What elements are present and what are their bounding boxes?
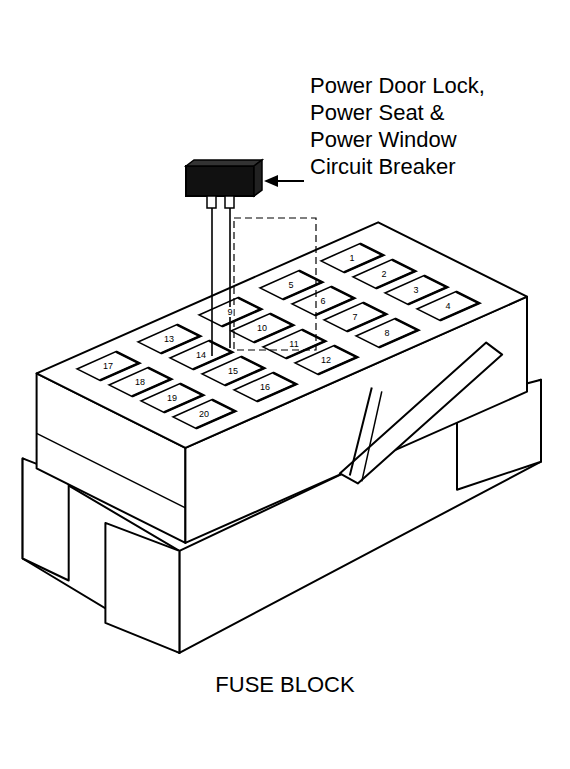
fuse-number: 2: [380, 269, 387, 279]
fuse-number: 3: [412, 285, 419, 295]
fuse-slot-shadow: [440, 292, 479, 321]
circuit-breaker: [186, 166, 254, 196]
leader-line: [274, 180, 304, 182]
fuse-number: 11: [288, 339, 299, 349]
leader-arrowhead: [264, 175, 278, 187]
fuse-slot: [234, 373, 296, 402]
mounting-tab: [105, 523, 179, 653]
lever-edge: [362, 391, 382, 481]
fuse-number: 10: [256, 323, 268, 333]
fuse-slot: [417, 292, 479, 321]
fuse-number: 8: [383, 328, 390, 338]
insertion-guide: [234, 218, 316, 350]
fuse-slot-shadow: [318, 346, 357, 375]
fuse-slot: [356, 319, 418, 348]
fuse-slot: [173, 400, 235, 429]
housing-top-face: [37, 222, 527, 448]
fuse-number: 20: [198, 409, 210, 419]
fuse-number: 1: [348, 253, 355, 263]
fuse-number: 6: [319, 296, 326, 306]
guide-line: [211, 204, 213, 356]
fuse-number: 7: [351, 312, 358, 322]
fuse-number: 17: [102, 361, 114, 371]
fuse-number: 14: [195, 350, 207, 360]
lever-edge: [350, 387, 372, 475]
fuse-number: 15: [227, 366, 239, 376]
fuse-number: 13: [163, 334, 175, 344]
circuit-breaker-side: [254, 160, 262, 196]
fuse-slot-shadow: [379, 319, 418, 348]
release-lever: [340, 343, 502, 484]
fuse-number: 16: [259, 382, 271, 392]
guide-line: [229, 204, 231, 348]
breaker-terminal: [225, 196, 234, 208]
fuse-number: 18: [134, 377, 146, 387]
fuse-number: 9: [226, 307, 233, 317]
fuse-number: 5: [287, 280, 294, 290]
fuse-slot-shadow: [196, 400, 235, 429]
circuit-breaker-top: [186, 160, 262, 166]
breaker-terminal: [207, 196, 216, 208]
caption: FUSE BLOCK: [215, 672, 354, 698]
fuse-number: 19: [166, 393, 178, 403]
fuse-slot-shadow: [257, 373, 296, 402]
fuse-number: 12: [320, 355, 332, 365]
housing-step: [37, 433, 186, 508]
callout-label: Power Door Lock, Power Seat & Power Wind…: [310, 72, 502, 180]
fuse-number: 4: [444, 301, 451, 311]
